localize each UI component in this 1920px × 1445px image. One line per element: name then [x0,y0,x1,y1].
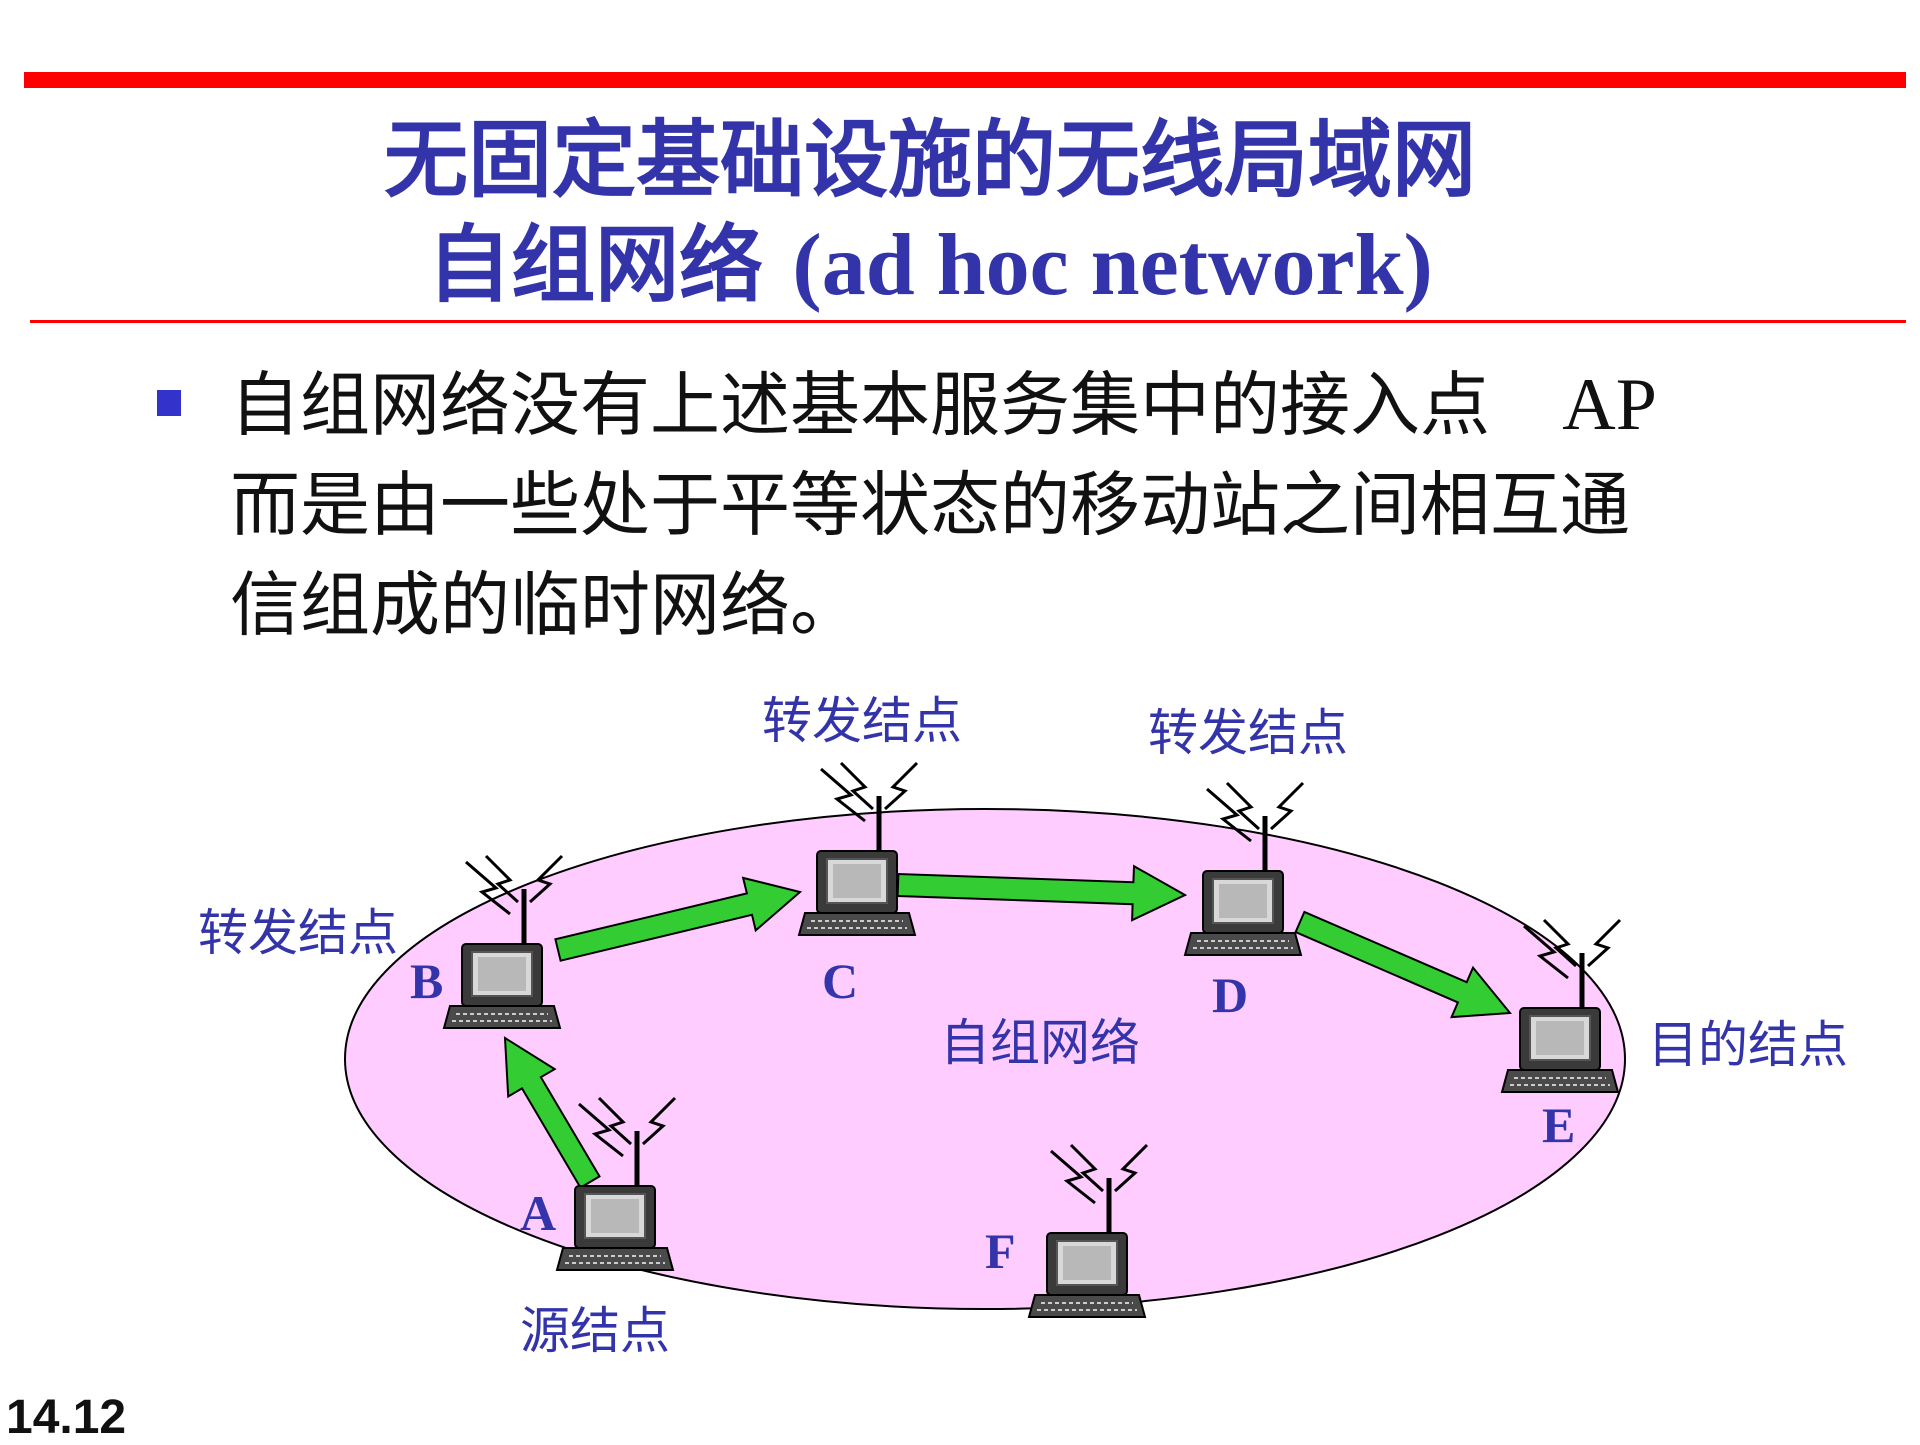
node-c-letter: C [822,953,858,1009]
slide-title-en: (ad hoc network) [792,217,1433,314]
edge-arrow-b-c [554,876,803,962]
body-line-2: 而是由一些处于平等状态的移动站之间相互通 [230,464,1630,546]
node-a: A 源结点 [520,1098,675,1360]
node-c-label: 转发结点 [762,692,962,750]
node-a-letter: A [520,1185,556,1241]
edges [503,864,1512,1189]
title-red-rule [30,320,1906,323]
page-number: 14.12 [6,1391,127,1444]
node-c: C 转发结点 [762,692,962,1009]
node-b: B 转发结点 [198,856,562,1028]
body-line-1: 自组网络没有上述基本服务集中的接入点 AP [230,360,1657,450]
node-f-letter: F [985,1223,1016,1279]
node-e: E 目的结点 [1502,920,1848,1153]
node-b-letter: B [410,953,443,1009]
node-a-label: 源结点 [520,1302,670,1360]
edge-arrow-a-b [503,1036,601,1189]
top-red-rule [24,72,1906,88]
node-e-label: 目的结点 [1648,1016,1848,1074]
edge-arrow-d-e [1294,910,1512,1019]
node-e-letter: E [1542,1097,1575,1153]
region-label: 自组网络 [940,1014,1140,1072]
slide-title-line2: 自组网络 (ad hoc network) [0,215,1860,316]
bullet-square-icon [157,390,181,416]
node-f: F [985,1145,1147,1317]
node-b-label: 转发结点 [198,904,398,962]
edge-arrow-c-d [896,864,1188,922]
body-line-3: 信组成的临时网络。 [230,564,860,646]
node-d-label: 转发结点 [1148,704,1348,762]
slide-title-cn: 自组网络 [427,216,764,314]
body-line-1-ap: AP [1562,364,1657,446]
slide-title-line1: 无固定基础设施的无线局域网 [383,111,1476,209]
node-d: D 转发结点 [1148,704,1348,1023]
body-line-1-text: 自组网络没有上述基本服务集中的接入点 [230,364,1490,446]
node-d-letter: D [1212,967,1248,1023]
